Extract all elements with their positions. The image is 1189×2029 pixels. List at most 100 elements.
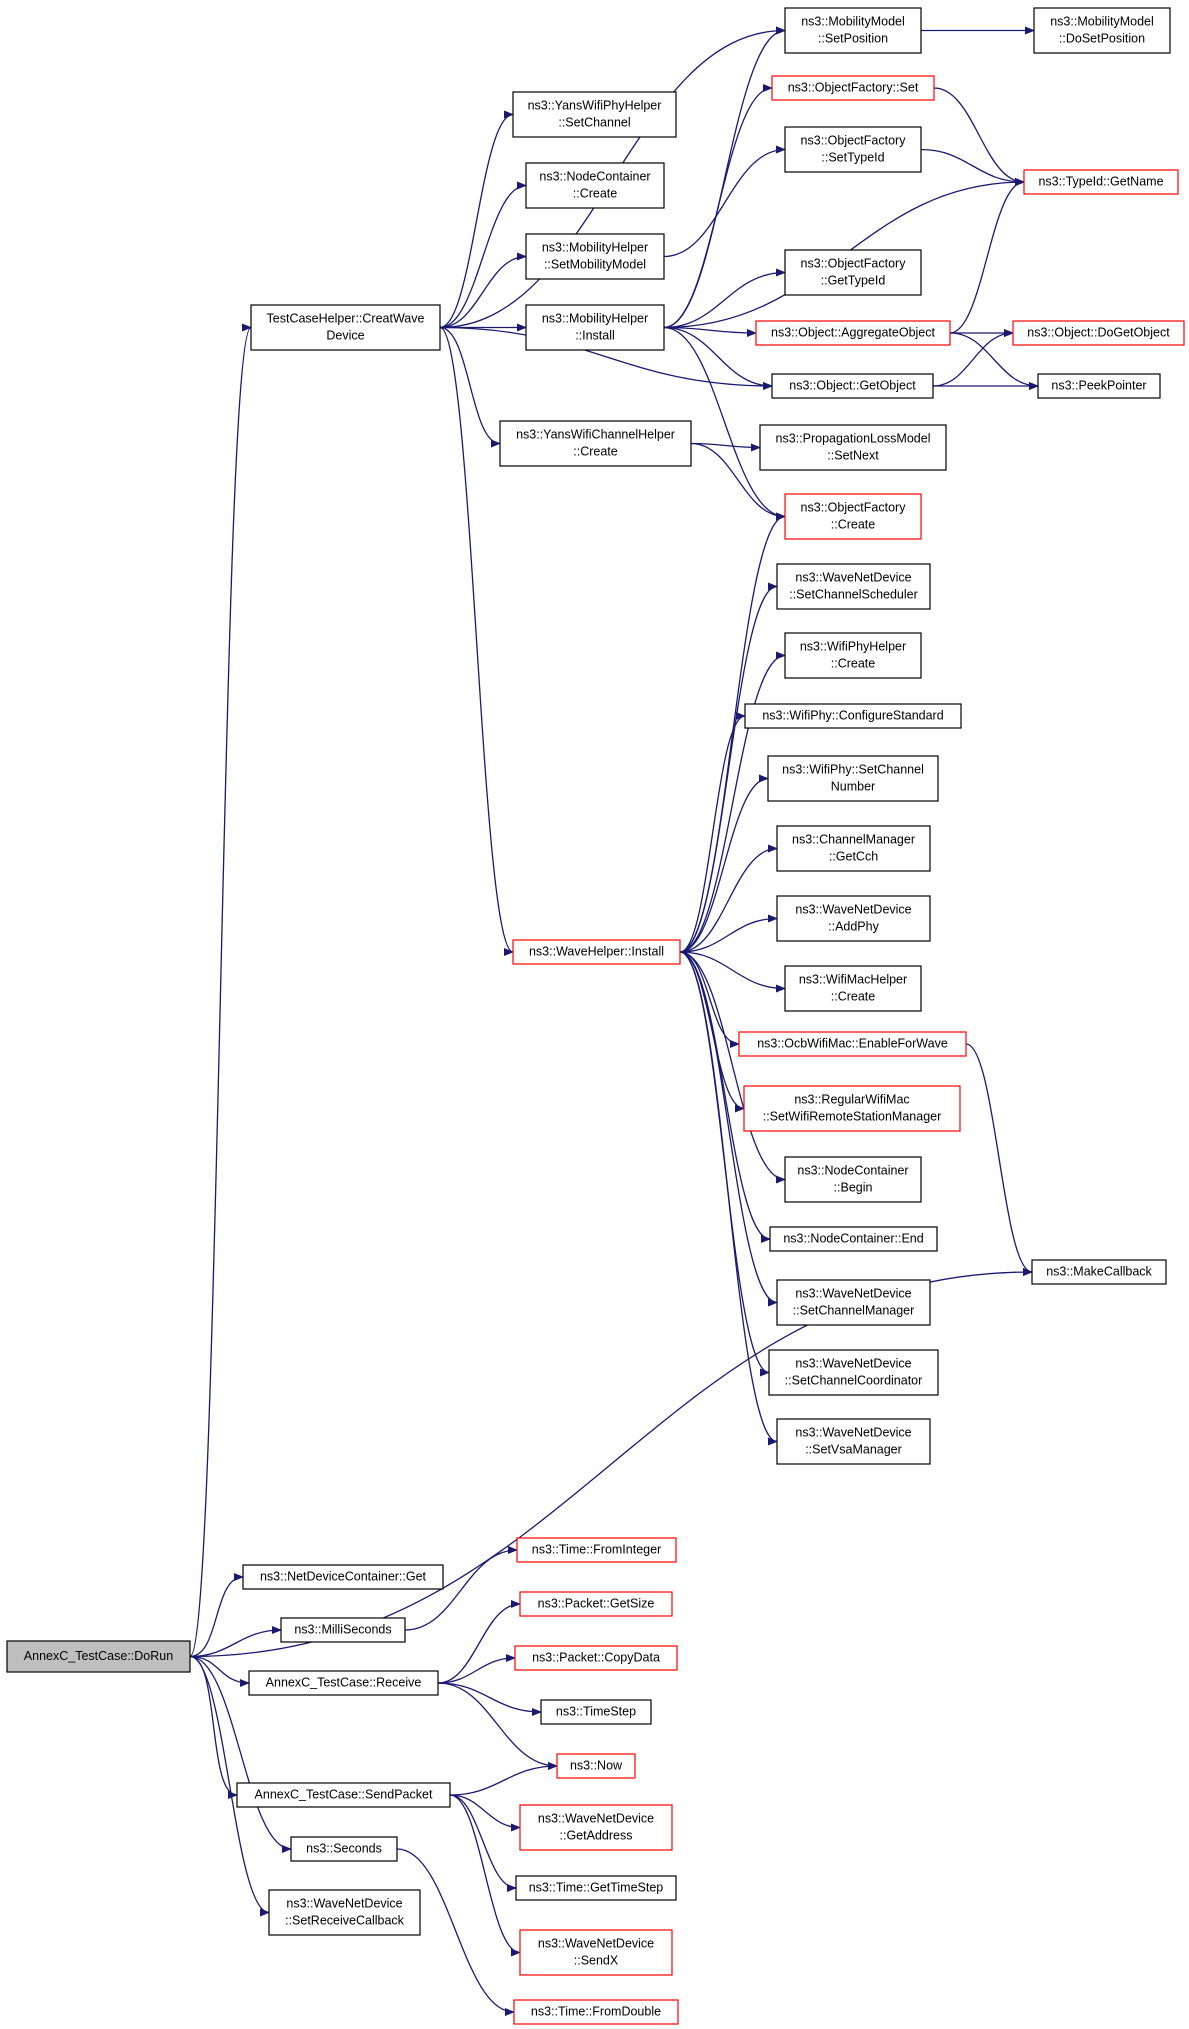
node-label-line: ns3::WaveNetDevice bbox=[538, 1937, 654, 1951]
node-wifi-phy-helper-create[interactable]: ns3::WifiPhyHelper::Create bbox=[784, 632, 922, 679]
node-box bbox=[6, 1640, 191, 1673]
node-yans-channel-create[interactable]: ns3::YansWifiChannelHelper::Create bbox=[499, 420, 692, 467]
node-box bbox=[755, 320, 951, 346]
node-prop-set-next[interactable]: ns3::PropagationLossModel::SetNext bbox=[759, 424, 947, 471]
node-add-phy[interactable]: ns3::WaveNetDevice::AddPhy bbox=[776, 895, 931, 942]
node-send-packet[interactable]: AnnexC_TestCase::SendPacket bbox=[236, 1782, 451, 1808]
node-label-line: AnnexC_TestCase::DoRun bbox=[24, 1649, 173, 1663]
node-obj-factory-get-type-id[interactable]: ns3::ObjectFactory::GetTypeId bbox=[784, 249, 922, 296]
node-box bbox=[768, 1349, 939, 1396]
node-label-line: ::SetChannelCoordinator bbox=[785, 1374, 923, 1388]
node-set-channel-scheduler[interactable]: ns3::WaveNetDevice::SetChannelScheduler bbox=[776, 563, 931, 610]
node-node-container-end[interactable]: ns3::NodeContainer::End bbox=[769, 1226, 938, 1252]
edge-mobility-install-to-obj-factory-set bbox=[663, 84, 773, 329]
call-edge bbox=[449, 1762, 558, 1796]
edge-send-packet-to-send-x bbox=[449, 1794, 521, 1957]
node-label-line: ::Create bbox=[573, 187, 618, 201]
node-label-line: ns3::WaveNetDevice bbox=[795, 571, 911, 585]
node-seconds[interactable]: ns3::Seconds bbox=[290, 1836, 398, 1862]
node-obj-factory-create[interactable]: ns3::ObjectFactory::Create bbox=[784, 493, 922, 540]
node-obj-factory-set[interactable]: ns3::ObjectFactory::Set bbox=[771, 75, 935, 101]
edge-receive-to-now bbox=[437, 1682, 558, 1770]
node-milli-seconds[interactable]: ns3::MilliSeconds bbox=[280, 1617, 406, 1643]
edge-do-run-to-net-device-container-get bbox=[189, 1573, 244, 1658]
node-set-mobility-model[interactable]: ns3::MobilityHelper::SetMobilityModel bbox=[525, 233, 665, 280]
node-box bbox=[784, 7, 922, 54]
node-label-line: ns3::MobilityHelper bbox=[542, 312, 648, 326]
node-set-position[interactable]: ns3::MobilityModel::SetPosition bbox=[784, 7, 922, 54]
node-get-cch[interactable]: ns3::ChannelManager::GetCch bbox=[776, 825, 931, 872]
edge-send-packet-to-now bbox=[449, 1762, 558, 1796]
node-time-from-integer[interactable]: ns3::Time::FromInteger bbox=[516, 1537, 677, 1563]
node-label-line: ns3::WaveNetDevice bbox=[538, 1812, 654, 1826]
node-set-receive-callback[interactable]: ns3::WaveNetDevice::SetReceiveCallback bbox=[268, 1889, 421, 1936]
call-edge bbox=[663, 326, 757, 337]
node-label-line: ::SetMobilityModel bbox=[544, 258, 646, 272]
node-label-line: ::SetReceiveCallback bbox=[285, 1914, 405, 1928]
node-packet-copy-data[interactable]: ns3::Packet::CopyData bbox=[514, 1645, 678, 1671]
node-set-channel-coordinator[interactable]: ns3::WaveNetDevice::SetChannelCoordinato… bbox=[768, 1349, 939, 1396]
node-obj-factory-set-type-id[interactable]: ns3::ObjectFactory::SetTypeId bbox=[784, 126, 922, 173]
node-label-line: ns3::MobilityModel bbox=[1050, 15, 1154, 29]
node-box bbox=[519, 1804, 673, 1851]
node-box bbox=[519, 1591, 673, 1617]
node-node-container-begin[interactable]: ns3::NodeContainer::Begin bbox=[784, 1156, 922, 1203]
node-node-container-create[interactable]: ns3::NodeContainer::Create bbox=[525, 162, 665, 209]
edge-creat-wave-to-get-object bbox=[439, 326, 773, 390]
call-edge bbox=[679, 512, 786, 953]
edge-set-mobility-model-to-obj-factory-set-type-id bbox=[663, 145, 786, 258]
node-send-x[interactable]: ns3::WaveNetDevice::SendX bbox=[519, 1929, 673, 1976]
edge-yans-channel-create-to-obj-factory-create bbox=[690, 442, 786, 521]
node-aggregate-object[interactable]: ns3::Object::AggregateObject bbox=[755, 320, 951, 346]
call-edge bbox=[663, 268, 786, 329]
node-do-get-object[interactable]: ns3::Object::DoGetObject bbox=[1012, 320, 1185, 346]
node-now[interactable]: ns3::Now bbox=[556, 1753, 636, 1779]
node-wave-helper-install[interactable]: ns3::WaveHelper::Install bbox=[512, 939, 681, 965]
node-box bbox=[248, 1670, 439, 1696]
node-wifi-mac-helper-create[interactable]: ns3::WifiMacHelper::Create bbox=[784, 965, 922, 1012]
node-set-wifi-remote-station-manager[interactable]: ns3::RegularWifiMac::SetWifiRemoteStatio… bbox=[743, 1085, 961, 1132]
node-set-channel-manager[interactable]: ns3::WaveNetDevice::SetChannelManager bbox=[776, 1279, 931, 1326]
node-time-from-double[interactable]: ns3::Time::FromDouble bbox=[513, 1999, 679, 2025]
node-box bbox=[512, 91, 677, 138]
node-box bbox=[771, 75, 935, 101]
node-net-device-container-get[interactable]: ns3::NetDeviceContainer::Get bbox=[242, 1564, 444, 1590]
edge-wave-helper-install-to-wifi-phy-helper-create bbox=[679, 651, 786, 953]
call-edge bbox=[679, 582, 778, 953]
node-time-step[interactable]: ns3::TimeStep bbox=[540, 1699, 652, 1725]
edge-creat-wave-to-yans-phy-set-channel bbox=[439, 110, 514, 329]
call-edge bbox=[679, 951, 786, 993]
node-yans-phy-set-channel[interactable]: ns3::YansWifiPhyHelper::SetChannel bbox=[512, 91, 677, 138]
edge-aggregate-object-to-type-id-get-name bbox=[949, 178, 1025, 334]
edge-wave-helper-install-to-configure-standard bbox=[679, 712, 746, 953]
node-make-callback[interactable]: ns3::MakeCallback bbox=[1031, 1259, 1167, 1285]
node-peek-pointer[interactable]: ns3::PeekPointer bbox=[1037, 373, 1161, 399]
node-get-address[interactable]: ns3::WaveNetDevice::GetAddress bbox=[519, 1804, 673, 1851]
node-type-id-get-name[interactable]: ns3::TypeId::GetName bbox=[1023, 169, 1179, 195]
node-box bbox=[290, 1836, 398, 1862]
edge-mobility-install-to-obj-factory-create bbox=[663, 326, 786, 521]
node-box bbox=[784, 632, 922, 679]
node-do-run[interactable]: AnnexC_TestCase::DoRun bbox=[6, 1640, 191, 1673]
edge-creat-wave-to-set-mobility-model bbox=[439, 252, 527, 329]
node-label-line: ::SetChannel bbox=[558, 116, 630, 130]
node-label-line: ns3::ChannelManager bbox=[792, 833, 915, 847]
node-get-time-step[interactable]: ns3::Time::GetTimeStep bbox=[515, 1875, 677, 1901]
node-enable-for-wave[interactable]: ns3::OcbWifiMac::EnableForWave bbox=[738, 1031, 967, 1057]
node-receive[interactable]: AnnexC_TestCase::Receive bbox=[248, 1670, 439, 1696]
node-packet-get-size[interactable]: ns3::Packet::GetSize bbox=[519, 1591, 673, 1617]
node-configure-standard[interactable]: ns3::WifiPhy::ConfigureStandard bbox=[744, 703, 962, 729]
node-set-vsa-manager[interactable]: ns3::WaveNetDevice::SetVsaManager bbox=[776, 1418, 931, 1465]
edge-enable-for-wave-to-make-callback bbox=[965, 1043, 1033, 1276]
node-do-set-position[interactable]: ns3::MobilityModel::DoSetPosition bbox=[1033, 7, 1171, 54]
node-label-line: ns3::Object::DoGetObject bbox=[1027, 326, 1170, 340]
node-label-line: ns3::TypeId::GetName bbox=[1038, 175, 1163, 189]
node-label-line: ns3::ObjectFactory::Set bbox=[788, 81, 919, 95]
node-get-object[interactable]: ns3::Object::GetObject bbox=[771, 373, 934, 399]
edge-milli-seconds-to-time-from-integer bbox=[404, 1546, 518, 1631]
node-mobility-install[interactable]: ns3::MobilityHelper::Install bbox=[525, 304, 665, 351]
node-label-line: ::SetPosition bbox=[818, 32, 888, 46]
node-label-line: ns3::Object::GetObject bbox=[789, 379, 916, 393]
